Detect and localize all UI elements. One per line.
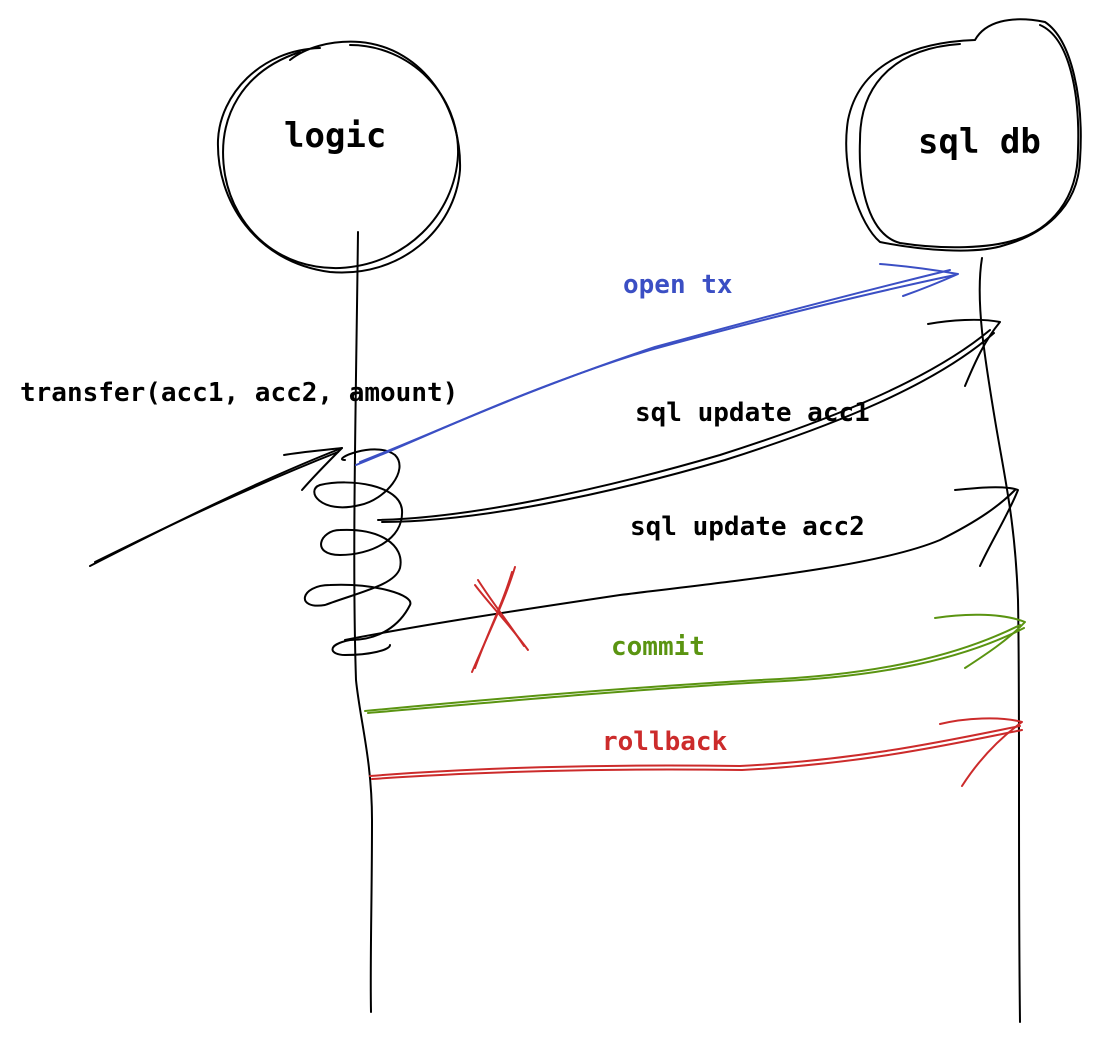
failure-cross-mark — [471, 566, 529, 673]
logic-node-shape — [216, 40, 462, 274]
sqldb-node-label: sql db — [918, 122, 1041, 162]
commit-label: commit — [611, 632, 705, 662]
rollback-label: rollback — [602, 727, 728, 757]
activation-squiggle — [304, 448, 412, 656]
update-acc1-arrow — [377, 318, 1001, 523]
rollback-arrow — [369, 717, 1023, 787]
commit-arrow — [364, 613, 1026, 714]
transfer-call-label: transfer(acc1, acc2, amount) — [20, 378, 459, 408]
sqldb-node-shape — [845, 18, 1082, 252]
update-acc2-arrow — [344, 486, 1019, 641]
update-acc2-label: sql update acc2 — [630, 512, 865, 542]
transfer-arrow — [89, 447, 343, 567]
sqldb-lifeline — [978, 257, 1021, 1023]
logic-node-label: logic — [284, 116, 387, 156]
logic-lifeline — [353, 231, 373, 1013]
open-tx-arrow — [355, 263, 959, 466]
update-acc1-label: sql update acc1 — [635, 398, 870, 428]
open-tx-label: open tx — [623, 270, 733, 300]
